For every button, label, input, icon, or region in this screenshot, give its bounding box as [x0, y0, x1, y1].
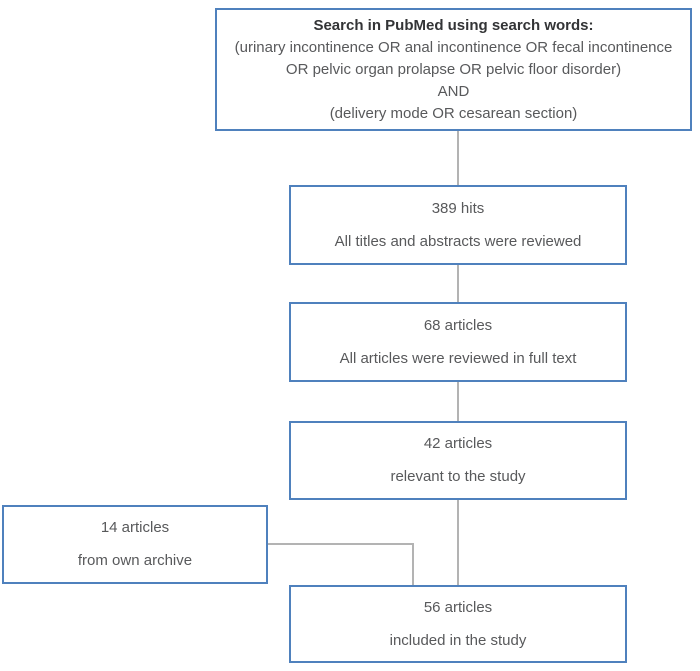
connector-relevant-to-included [457, 500, 459, 585]
relevant-desc: relevant to the study [390, 468, 526, 485]
archive-desc: from own archive [77, 552, 193, 569]
search-box-query-line: (urinary incontinence OR anal incontinen… [234, 38, 673, 78]
connector-fulltext-to-relevant [457, 382, 459, 421]
flowchart-box-relevant: 42 articles relevant to the study [289, 421, 627, 500]
relevant-count: 42 articles [423, 435, 493, 452]
included-desc: included in the study [389, 631, 527, 649]
flowchart-box-search: Search in PubMed using search words: (ur… [215, 8, 692, 131]
fulltext-count: 68 articles [423, 316, 493, 334]
archive-count: 14 articles [100, 519, 170, 536]
hits-count: 389 hits [431, 199, 485, 217]
connector-archive-vertical [412, 543, 414, 585]
search-box-delivery-line: (delivery mode OR cesarean section) [329, 104, 578, 122]
connector-hits-to-fulltext [457, 265, 459, 302]
flowchart-box-included: 56 articles included in the study [289, 585, 627, 663]
connector-archive-horizontal [268, 543, 414, 545]
flowchart-box-fulltext: 68 articles All articles were reviewed i… [289, 302, 627, 382]
connector-search-to-hits [457, 131, 459, 185]
flowchart-box-hits: 389 hits All titles and abstracts were r… [289, 185, 627, 265]
hits-desc: All titles and abstracts were reviewed [334, 232, 582, 250]
fulltext-desc: All articles were reviewed in full text [339, 349, 577, 367]
flowchart-box-archive: 14 articles from own archive [2, 505, 268, 584]
search-box-and-line: AND [437, 82, 470, 100]
included-count: 56 articles [423, 598, 493, 616]
search-box-title: Search in PubMed using search words: [313, 16, 594, 34]
